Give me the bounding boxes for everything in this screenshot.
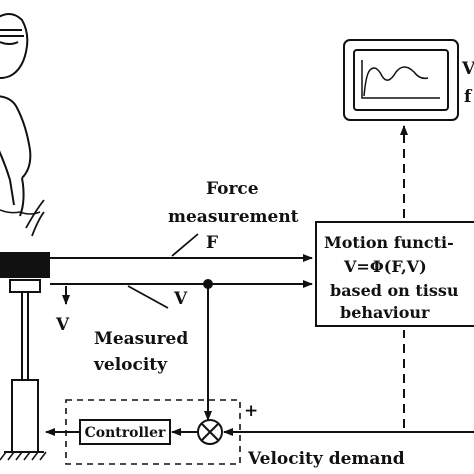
motion-function-box xyxy=(315,221,474,327)
velocity-symbol-label: V xyxy=(173,289,188,309)
motion-function-label-1: Motion functi- xyxy=(324,233,454,252)
plus-sign-label: + xyxy=(244,401,258,421)
force-measurement-label-1: Force xyxy=(206,179,259,199)
force-measurement-label-2: measurement xyxy=(168,207,299,227)
measured-velocity-label-2: velocity xyxy=(93,355,168,375)
down-velocity-label: V xyxy=(55,315,70,335)
force-leader-line xyxy=(171,233,199,257)
summing-junction-icon xyxy=(197,419,223,445)
velocity-demand-label: Velocity demand xyxy=(247,449,405,469)
velocity-leader-line xyxy=(127,285,169,309)
monitor-icon xyxy=(343,39,459,121)
force-symbol-label: F xyxy=(206,233,218,253)
monitor-caption-1: V xyxy=(461,59,474,79)
monitor-caption-2: f xyxy=(464,87,473,107)
actuator-head xyxy=(0,252,50,278)
motion-function-label-3: based on tissu xyxy=(330,281,459,300)
controller-label: Controller xyxy=(85,425,166,441)
motion-function-label-4: behaviour xyxy=(340,303,430,322)
person-head-sketch-icon xyxy=(0,13,45,237)
measured-velocity-label-1: Measured xyxy=(94,329,188,349)
motion-function-label-2: V=Φ(F,V) xyxy=(343,257,427,276)
actuator-body xyxy=(0,279,47,461)
